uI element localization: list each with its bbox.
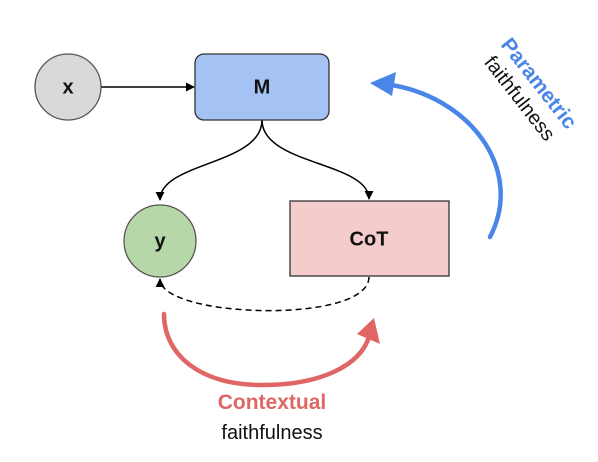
contextual-arc — [161, 311, 372, 388]
node-m-box — [194, 53, 330, 121]
contextual-arrow — [161, 311, 380, 388]
node-y-circle — [123, 204, 197, 278]
node-y-label: y — [154, 230, 166, 252]
parametric-arrow — [370, 72, 503, 240]
node-x: x — [34, 53, 102, 121]
contextual-arrowhead — [357, 318, 380, 344]
node-m-label: M — [254, 76, 271, 98]
parametric-arrowhead — [370, 72, 396, 96]
edge-cot-to-y-dashed — [155, 276, 370, 312]
node-cot-label: CoT — [350, 228, 389, 250]
node-m: M — [194, 53, 330, 121]
contextual-title: Contextual — [218, 391, 327, 414]
node-cot: CoT — [289, 200, 450, 277]
parametric-label: Parametric faithfulness — [479, 34, 581, 146]
parametric-arc — [382, 81, 503, 240]
edge-m-to-y — [155, 119, 263, 201]
node-y: y — [123, 204, 197, 278]
node-cot-box — [289, 200, 450, 277]
node-x-label: x — [62, 76, 73, 98]
edge-m-to-cot — [261, 119, 374, 200]
node-x-circle — [34, 53, 102, 121]
contextual-subtitle: faithfulness — [221, 422, 322, 444]
